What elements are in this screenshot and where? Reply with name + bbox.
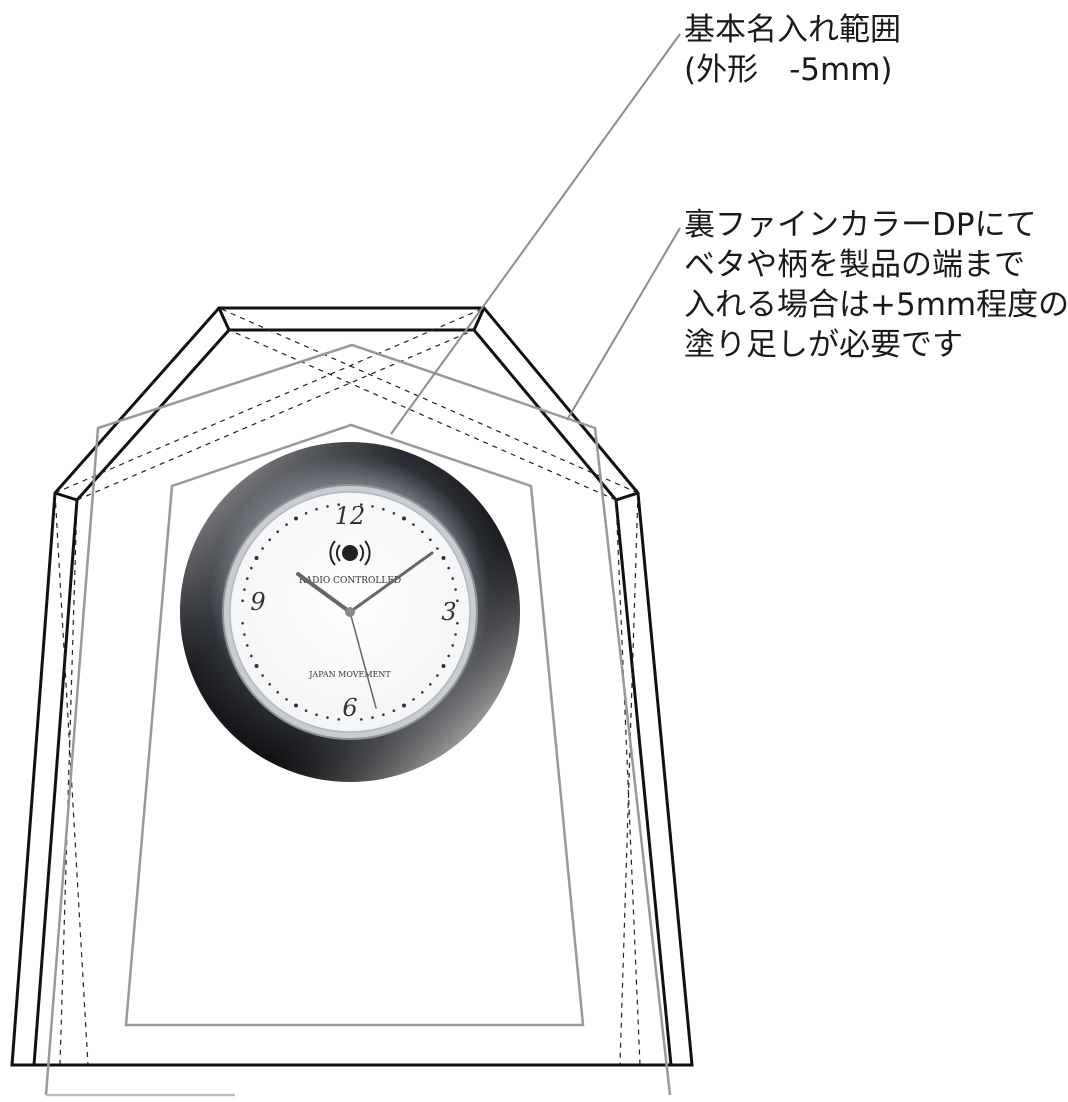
minute-dot	[456, 599, 459, 602]
minute-dot	[382, 508, 385, 511]
clock: 12 3 6 9 RADIO CONTROLLED JAPAN MOVEMENT	[180, 442, 520, 782]
minute-dot	[436, 547, 439, 550]
minute-dot	[261, 674, 264, 677]
minute-dot	[241, 599, 244, 602]
numeral-six: 6	[342, 694, 357, 722]
bleed-outline	[44, 343, 672, 1097]
dial-bottom-label: JAPAN MOVEMENT	[308, 670, 391, 679]
minute-dot	[304, 709, 308, 712]
minute-dot	[285, 523, 288, 526]
bleed-line3: 入れる場合は+5mm程度の	[684, 287, 1068, 323]
bevel-dashed-lines	[54, 307, 641, 1066]
second-hand	[349, 611, 377, 709]
radio-icon	[329, 540, 371, 566]
minute-dot	[392, 512, 396, 515]
clock-hands	[296, 551, 434, 709]
numeral-twelve: 12	[335, 502, 366, 530]
minute-dot	[402, 516, 406, 521]
bleed-line4: 塗り足しが必要です	[684, 327, 963, 363]
engraving-range-line2: (外形 -5mm)	[684, 52, 893, 88]
minute-dot	[315, 713, 318, 716]
minute-dot	[294, 703, 298, 708]
minute-dot	[382, 713, 385, 716]
numeral-nine: 9	[250, 588, 265, 616]
minute-dot	[456, 622, 459, 625]
minute-dot	[421, 691, 424, 694]
minute-dot	[337, 718, 341, 721]
minute-dot	[268, 683, 272, 686]
minute-dot	[294, 516, 298, 521]
engraving-area-outline	[124, 423, 585, 1027]
minute-dot	[441, 556, 446, 560]
minute-dot	[429, 538, 432, 541]
minute-dot	[246, 644, 249, 647]
minute-dot	[454, 588, 457, 591]
numeral-three: 3	[441, 598, 456, 626]
minute-dot	[402, 703, 406, 708]
minute-dot	[436, 674, 439, 677]
minute-dot	[360, 718, 363, 721]
minute-dot	[371, 716, 374, 719]
bleed-annotation: 裏ファインカラーDPにて ベタや柄を製品の端まで 入れる場合は+5mm程度の 塗…	[684, 205, 1068, 365]
dial-top-label: RADIO CONTROLLED	[299, 576, 401, 586]
engraving-range-line1: 基本名入れ範囲	[684, 12, 901, 48]
minute-dot	[261, 547, 264, 550]
bleed-line1: 裏ファインカラーDPにて	[684, 207, 1037, 243]
minute-dot	[441, 664, 446, 668]
minute-dots	[241, 503, 459, 721]
minute-dot	[326, 505, 329, 508]
minute-hand	[348, 551, 434, 614]
minute-dot	[243, 633, 246, 636]
bleed-line2: ベタや柄を製品の端まで	[684, 247, 1025, 283]
minute-dot	[392, 709, 396, 712]
minute-dot	[276, 530, 280, 533]
minute-dot	[447, 654, 451, 658]
minute-dot	[371, 505, 374, 508]
minute-dot	[250, 654, 253, 658]
leader-lines	[390, 33, 681, 435]
minute-dot	[454, 633, 457, 636]
minute-dot	[421, 530, 424, 533]
hour-hand	[296, 572, 352, 614]
minute-dot	[254, 664, 259, 668]
minute-dot	[451, 644, 455, 647]
minute-dot	[451, 577, 455, 580]
minute-dot	[304, 512, 308, 515]
minute-dot	[360, 503, 363, 506]
minute-dot	[337, 503, 341, 506]
minute-dot	[241, 622, 244, 625]
minute-dot	[326, 716, 329, 719]
minute-dot	[268, 538, 272, 541]
minute-dot	[285, 698, 288, 701]
minute-dot	[447, 566, 451, 570]
minute-dot	[429, 683, 432, 686]
minute-dot	[412, 523, 415, 526]
minute-dot	[254, 556, 259, 560]
minute-dot	[315, 508, 318, 511]
minute-dot	[246, 577, 249, 580]
minute-dot	[412, 698, 415, 701]
minute-dot	[250, 566, 253, 570]
minute-dot	[276, 691, 280, 694]
minute-dot	[243, 588, 246, 591]
engraving-range-annotation: 基本名入れ範囲 (外形 -5mm)	[684, 10, 901, 90]
